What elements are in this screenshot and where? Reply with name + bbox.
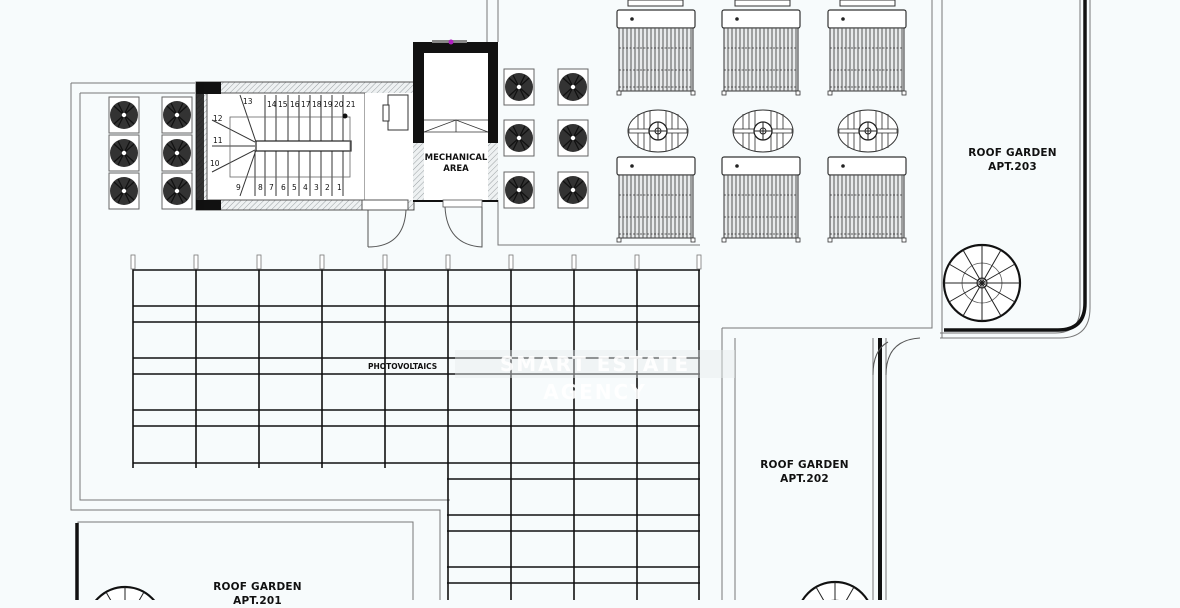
roof-garden-apt201-label: ROOF GARDEN APT.201 (205, 580, 310, 608)
step-number: 16 (290, 100, 300, 109)
label-line: ROOF GARDEN (760, 459, 849, 471)
step-number: 12 (213, 114, 223, 123)
ac-units-right (503, 68, 589, 209)
label-line: AREA (443, 164, 469, 175)
mechanical-area (413, 39, 498, 248)
watermark: SMART ESTATE AGENCY (455, 350, 735, 404)
step-number: 17 (301, 100, 311, 109)
label-line: APT.202 (780, 473, 829, 486)
step-number: 6 (281, 183, 286, 192)
spiral-stair-203 (942, 243, 1022, 323)
stairwell (195, 81, 415, 248)
step-number: 7 (269, 183, 274, 192)
photovoltaic-array (132, 262, 700, 600)
label-line: ROOF GARDEN (213, 581, 302, 593)
step-number: 14 (267, 100, 277, 109)
step-number: 15 (278, 100, 288, 109)
step-number: 8 (258, 183, 263, 192)
pv-mount-clips (130, 254, 702, 270)
label-line: MECHANICAL (424, 153, 488, 163)
step-number: 11 (213, 136, 223, 145)
spiral-stair-202 (795, 580, 875, 600)
spiral-stair-201 (85, 585, 165, 600)
step-number: 1 (337, 183, 342, 192)
step-number: 5 (292, 183, 297, 192)
step-number: 13 (243, 97, 253, 106)
roof-garden-apt203-label: ROOF GARDEN APT.203 (960, 146, 1065, 174)
step-number: 21 (346, 100, 356, 109)
step-number: 20 (334, 100, 344, 109)
step-number: 9 (236, 183, 241, 192)
step-number: 19 (323, 100, 333, 109)
apt203-wall (944, 0, 1087, 332)
step-number: 2 (325, 183, 330, 192)
label-line: APT.201 (233, 595, 282, 608)
step-number: 4 (303, 183, 308, 192)
step-number: 10 (210, 159, 220, 168)
ac-units-left (108, 96, 193, 210)
mechanical-area-label: MECHANICAL AREA (420, 153, 492, 176)
label-line: ROOF GARDEN (968, 147, 1057, 159)
label-line: APT.203 (988, 161, 1037, 174)
step-number: 3 (314, 183, 319, 192)
photovoltaics-label: PHOTOVOLTAICS (368, 362, 438, 371)
step-number: 18 (312, 100, 322, 109)
roof-garden-apt202-label: ROOF GARDEN APT.202 (752, 458, 857, 486)
solar-water-heaters (616, 0, 907, 243)
